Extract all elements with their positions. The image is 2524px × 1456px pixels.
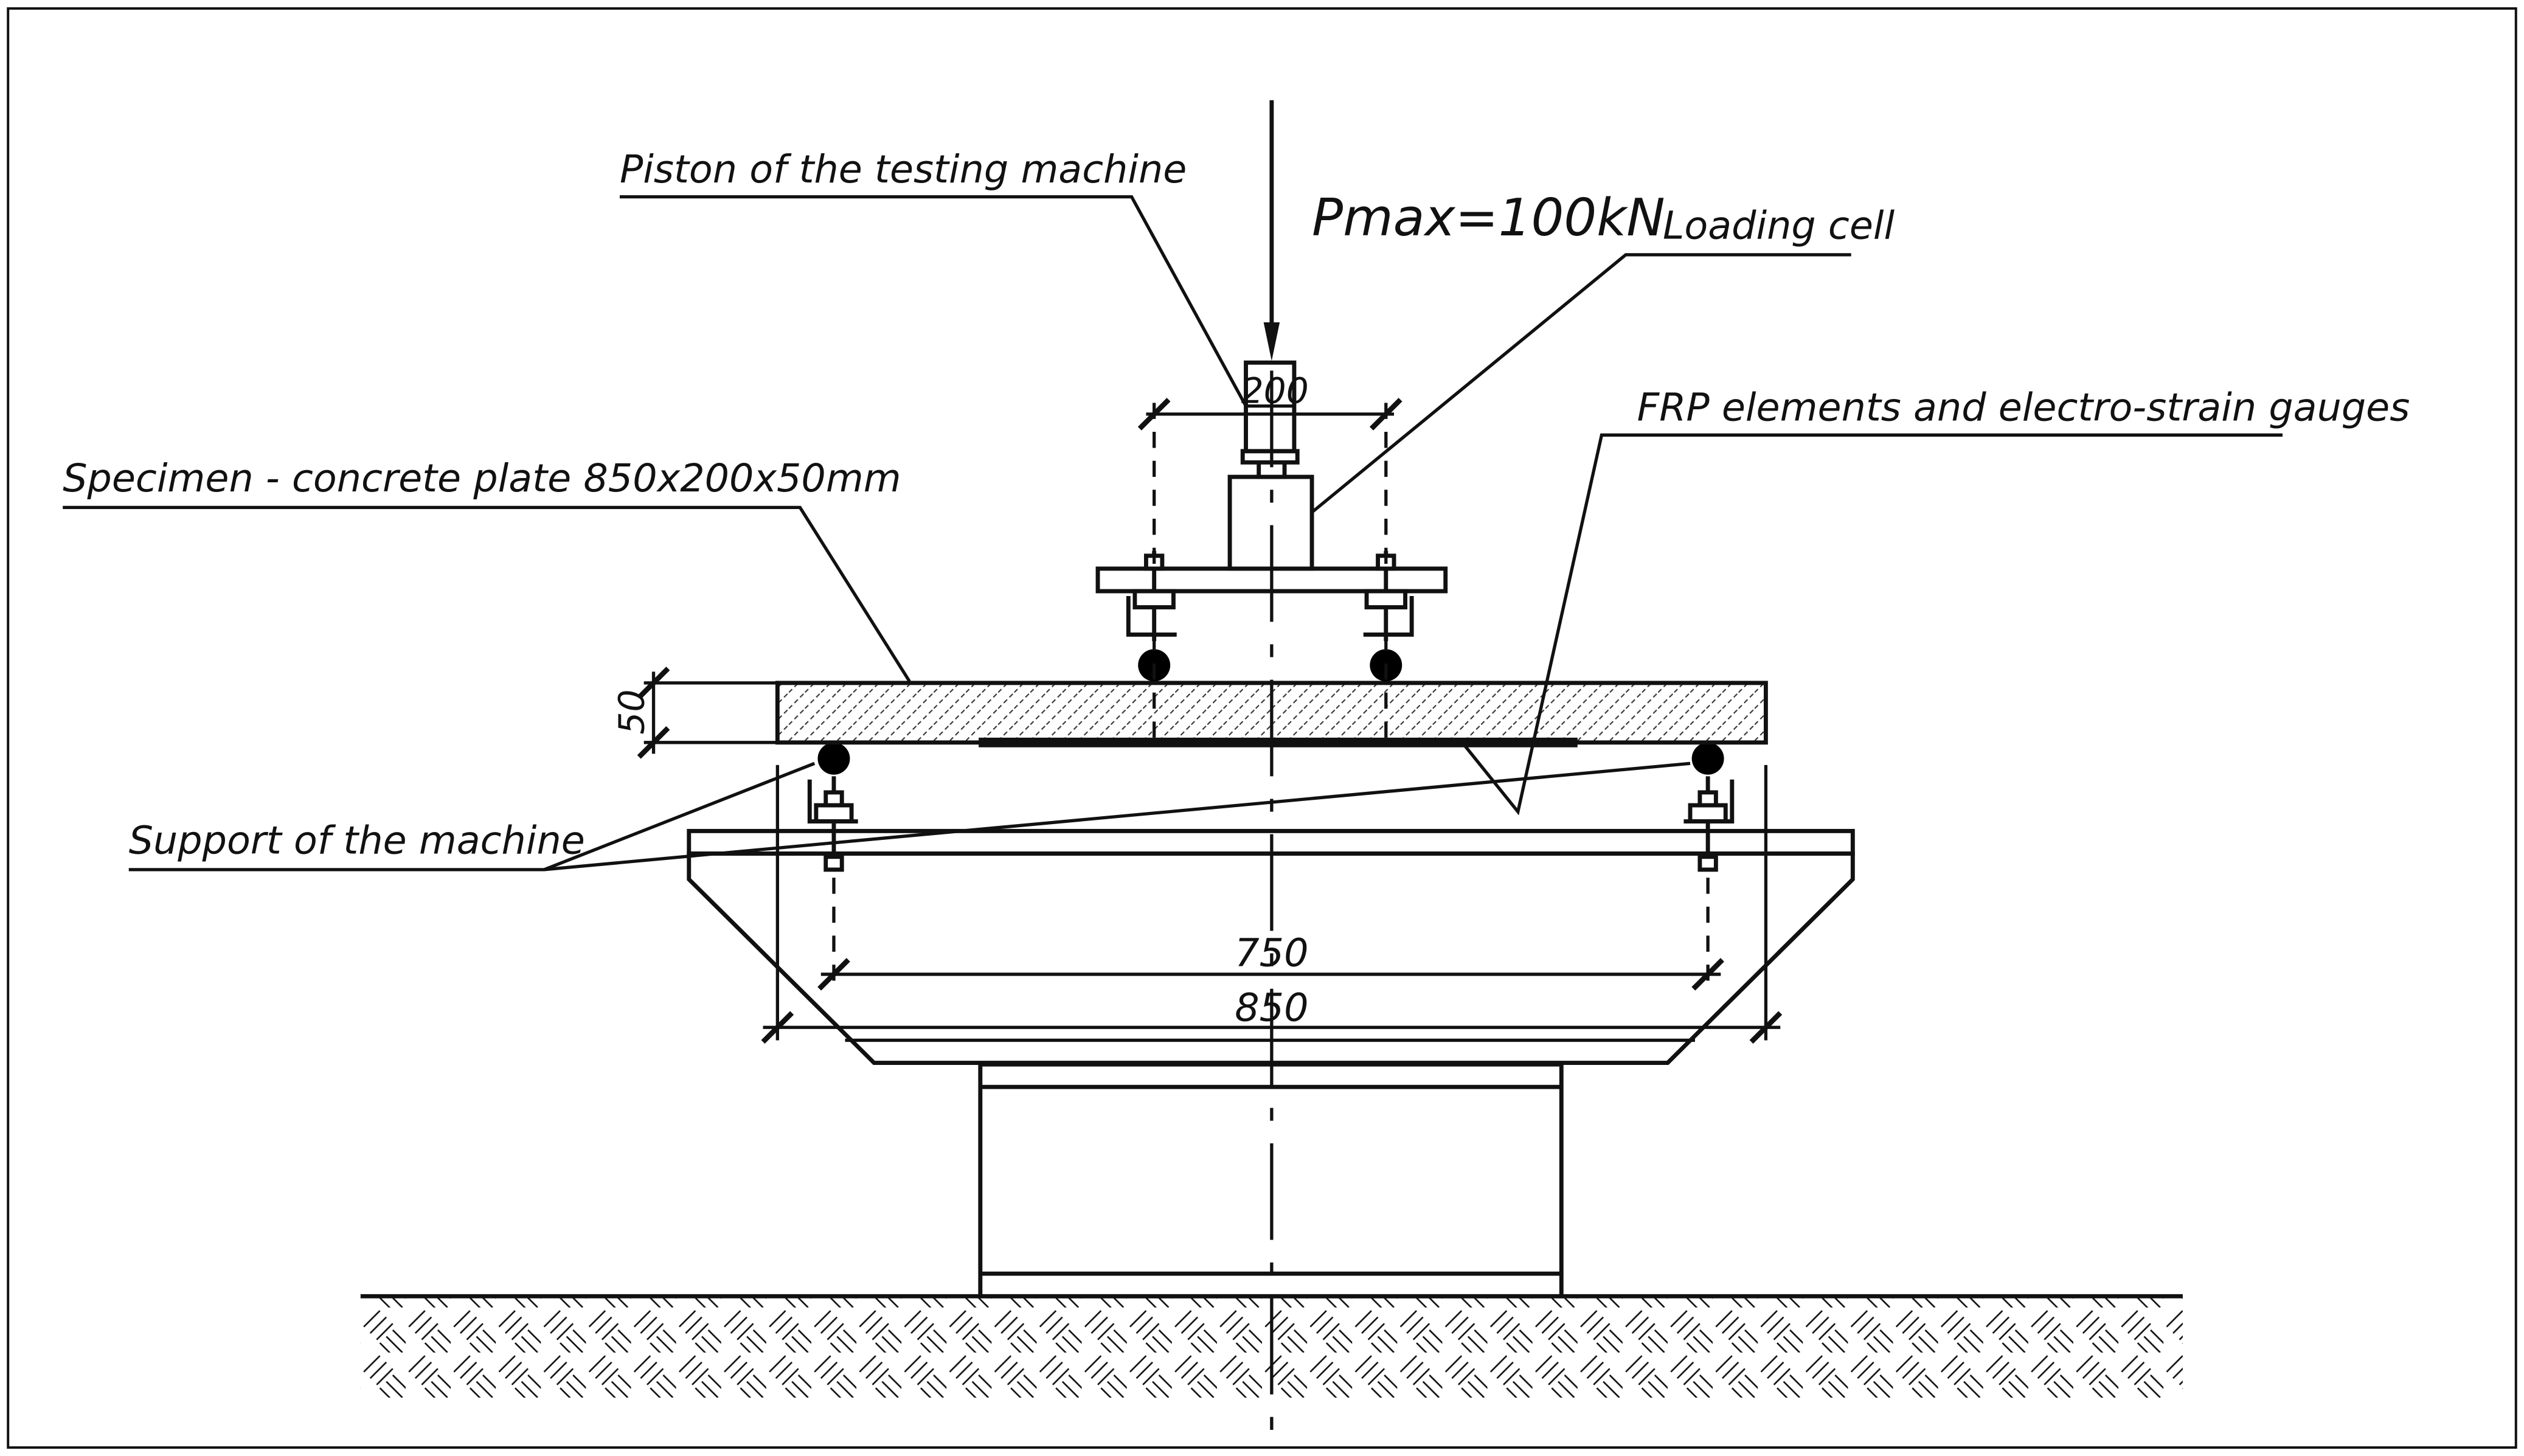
load-arrow <box>1263 100 1280 361</box>
dim-200-text: 200 <box>1241 370 1309 411</box>
specimen-label: Specimen - concrete plate 850x200x50mm <box>63 456 901 501</box>
right-support-nut-top <box>1697 790 1718 808</box>
frp-leader-1 <box>1463 433 2283 816</box>
dim-50-tick-bottom <box>637 726 670 759</box>
specimen-annotation: Specimen - concrete plate 850x200x50mm <box>63 456 911 682</box>
frp-annotation: FRP elements and electro-strain gauges <box>1463 384 2410 816</box>
drawing-frame <box>7 7 2517 1449</box>
loading-cell-label: Loading cell <box>1663 203 1895 248</box>
piston-label: Piston of the testing machine <box>620 147 1187 192</box>
loading-cell-annotation: Loading cell <box>1311 203 1895 514</box>
left-load-bracket <box>1132 589 1176 609</box>
piston-annotation: Piston of the testing machine <box>619 147 1247 407</box>
piston-leader <box>619 195 1247 407</box>
support-label: Support of the machine <box>129 817 585 862</box>
right-load-clamp <box>1363 595 1414 637</box>
right-support-assembly <box>1683 742 1735 872</box>
support-leader-right <box>544 761 1691 872</box>
dimension-750: 750 <box>817 878 1724 991</box>
load-label: Pmax=100kN <box>1312 187 1665 248</box>
dim-850-tick-left <box>761 1011 794 1044</box>
dimension-200: 200 <box>1137 370 1402 749</box>
dimension-850: 850 <box>761 764 1783 1044</box>
dim-50-tick-top <box>637 667 670 699</box>
left-support-nut-bottom <box>823 855 844 872</box>
right-support-bracket <box>1688 803 1728 823</box>
left-load-clamp <box>1126 595 1177 637</box>
frp-label: FRP elements and electro-strain gauges <box>1637 384 2410 429</box>
load-arrow-head <box>1263 322 1280 361</box>
dim-200-tick-right <box>1369 398 1402 431</box>
right-support-nut-bottom <box>1697 855 1718 872</box>
right-load-bracket <box>1364 589 1407 609</box>
support-annotation: Support of the machine <box>128 761 1691 872</box>
left-support-assembly <box>807 742 858 872</box>
dim-750-tick-right <box>1691 958 1724 991</box>
dim-50-text: 50 <box>611 689 653 734</box>
dim-750-tick-left <box>817 958 850 991</box>
specimen-leader <box>63 505 911 682</box>
dim-200-tick-left <box>1137 398 1171 431</box>
dim-750-text: 750 <box>1235 931 1308 976</box>
dim-850-text: 850 <box>1235 985 1308 1030</box>
right-support-roller <box>1691 742 1724 775</box>
dim-850-tick-right <box>1749 1011 1783 1044</box>
dimension-50: 50 <box>611 667 778 759</box>
left-support-roller <box>817 742 850 775</box>
left-support-bracket <box>814 803 854 823</box>
loading-cell-leader <box>1311 253 1851 514</box>
right-support-clamp <box>1683 779 1735 823</box>
left-support-clamp <box>807 779 858 823</box>
left-support-nut-top <box>823 790 844 808</box>
